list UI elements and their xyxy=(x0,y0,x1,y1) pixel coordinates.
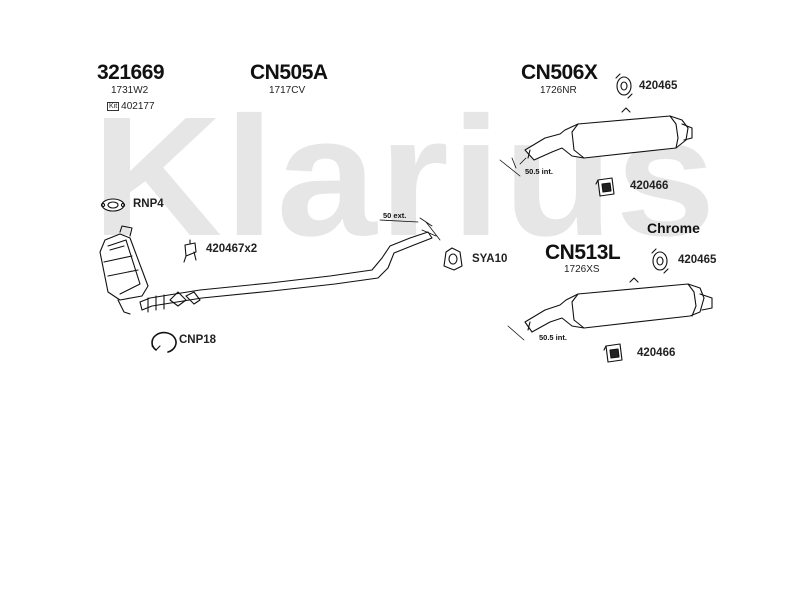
kit-ref-code: 402177 xyxy=(121,101,155,112)
front-pipe-sub: 1717CV xyxy=(269,85,306,96)
klarius-watermark: Klarius xyxy=(92,82,718,272)
sya10-label: SYA10 xyxy=(472,253,508,265)
rubber-mount-a-icon xyxy=(615,73,633,99)
kit-box-icon: Kit xyxy=(107,102,120,111)
cnp18-label: CNP18 xyxy=(179,334,217,346)
rubber-b-label: 420465 xyxy=(678,254,717,266)
rear-silencer-a-drawing xyxy=(524,107,693,161)
cat-sub: 1731W2 xyxy=(111,85,149,96)
bracket-a-label: 420466 xyxy=(630,180,669,192)
rnp4-label: RNP4 xyxy=(133,198,164,210)
rear-box-a-sub: 1726NR xyxy=(540,85,577,96)
front-pipe-drawing xyxy=(139,231,433,313)
bracket-b-icon xyxy=(603,343,623,363)
clamp-420467-icon xyxy=(183,239,197,263)
chrome-variant-label: Chrome xyxy=(647,220,700,236)
catalytic-converter-icon xyxy=(99,225,149,315)
cnp18-clamp-icon xyxy=(151,331,177,353)
rear-box-b-sub: 1726XS xyxy=(564,264,600,275)
rear-box-b-tail-label: 50.5 int. xyxy=(539,333,567,342)
pipe-end-label: 50 ext. xyxy=(383,211,407,220)
rubber-a-label: 420465 xyxy=(639,80,678,92)
rubber-mount-b-icon xyxy=(651,248,669,274)
front-pipe-code: CN505A xyxy=(250,61,328,84)
rear-silencer-b-drawing xyxy=(524,277,713,333)
rear-box-b-code: CN513L xyxy=(545,241,621,264)
cat-code: 321669 xyxy=(97,61,165,84)
sya10-hanger-icon xyxy=(443,247,463,271)
rear-box-a-code: CN506X xyxy=(521,61,598,84)
rear-box-a-tail-label: 50.5 int. xyxy=(525,167,553,176)
clamp-x2-label: 420467x2 xyxy=(206,243,258,255)
bracket-a-icon xyxy=(595,177,615,197)
rnp4-gasket-icon xyxy=(100,198,126,212)
bracket-b-label: 420466 xyxy=(637,347,676,359)
